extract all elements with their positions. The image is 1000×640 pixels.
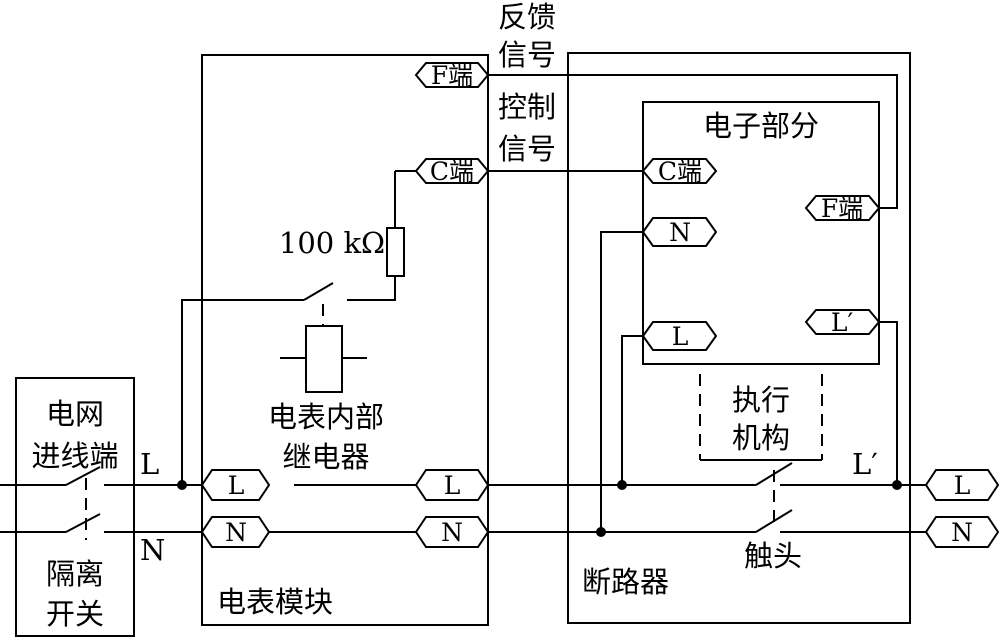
feedback-signal-label-2: 信号: [498, 38, 556, 72]
l-prime-wire: [879, 321, 898, 485]
electronic-f-terminal: F端: [804, 194, 881, 223]
junction-dot-breaker-l: [617, 480, 627, 490]
grid-l-label: L: [140, 447, 159, 481]
electronic-n-terminal: N: [641, 217, 718, 247]
meter-l-out-terminal-label: L: [444, 471, 461, 500]
relay-coil: [305, 325, 343, 393]
electronic-c-terminal: C端: [641, 157, 718, 186]
electronic-l-terminal-label: L: [672, 322, 689, 351]
control-signal-label-2: 信号: [498, 132, 556, 166]
relay-label-1: 电表内部: [268, 400, 384, 434]
output-l-terminal: L: [924, 469, 1000, 501]
actuator-label-2: 机构: [732, 421, 790, 455]
junction-dot-breaker-n: [596, 527, 606, 537]
contact-label: 触头: [744, 539, 802, 573]
meter-n-in-terminal-label: N: [225, 518, 247, 547]
meter-l-in-terminal: L: [200, 469, 271, 501]
output-n-terminal: N: [924, 516, 1000, 548]
grid-n-label: N: [140, 533, 165, 567]
resistor-value-label: 100 kΩ: [279, 226, 385, 260]
meter-f-terminal-label: F端: [431, 61, 473, 90]
meter-f-terminal: F端: [414, 61, 490, 90]
meter-l-out-terminal: L: [414, 469, 490, 501]
electronic-c-terminal-label: C端: [658, 157, 702, 186]
relay-feed-wire: [181, 299, 304, 485]
meter-c-terminal-label: C端: [430, 157, 474, 186]
electronic-l-prime-terminal-label: L′: [831, 308, 854, 337]
breaker-l-tap: [621, 335, 643, 485]
grid-incoming-label-2: 进线端: [31, 439, 118, 473]
relay-label-2: 继电器: [282, 440, 369, 474]
breaker-n-tap: [600, 231, 643, 532]
isolator-label-1: 隔离: [46, 557, 104, 591]
isolator-label-2: 开关: [46, 597, 104, 631]
electronic-f-terminal-label: F端: [821, 194, 863, 223]
meter-n-out-terminal: N: [414, 516, 490, 548]
actuator-label-1: 执行: [732, 383, 790, 417]
junction-dot-grid-l: [177, 480, 187, 490]
grid-incoming-label-1: 电网: [46, 397, 104, 431]
grid-incoming-box: [15, 377, 135, 637]
isolator-l-blade: [65, 466, 101, 486]
electronic-l-prime-terminal: L′: [804, 308, 881, 337]
output-l-terminal-label: L: [954, 471, 971, 500]
resistor: [386, 227, 405, 277]
feedback-signal-wire: [488, 74, 898, 209]
relay-switch-blade: [303, 282, 334, 301]
meter-l-in-terminal-label: L: [228, 471, 245, 500]
meter-c-terminal: C端: [414, 157, 490, 186]
meter-n-in-terminal: N: [200, 516, 271, 548]
meter-n-out-terminal-label: N: [441, 518, 463, 547]
isolator-n-blade: [65, 513, 101, 533]
l-prime-label: L′: [852, 447, 878, 481]
junction-dot-l-prime: [892, 480, 902, 490]
meter-module-title: 电表模块: [217, 585, 333, 619]
output-n-terminal-label: N: [951, 518, 973, 547]
breaker-title: 断路器: [582, 565, 669, 599]
feedback-signal-label-1: 反馈: [498, 0, 556, 34]
electronic-l-terminal: L: [641, 321, 718, 351]
electronic-part-title: 电子部分: [703, 109, 819, 143]
control-signal-label-1: 控制: [498, 90, 556, 124]
resistor-bottom-wire: [347, 276, 396, 301]
electronic-n-terminal-label: N: [669, 218, 691, 247]
